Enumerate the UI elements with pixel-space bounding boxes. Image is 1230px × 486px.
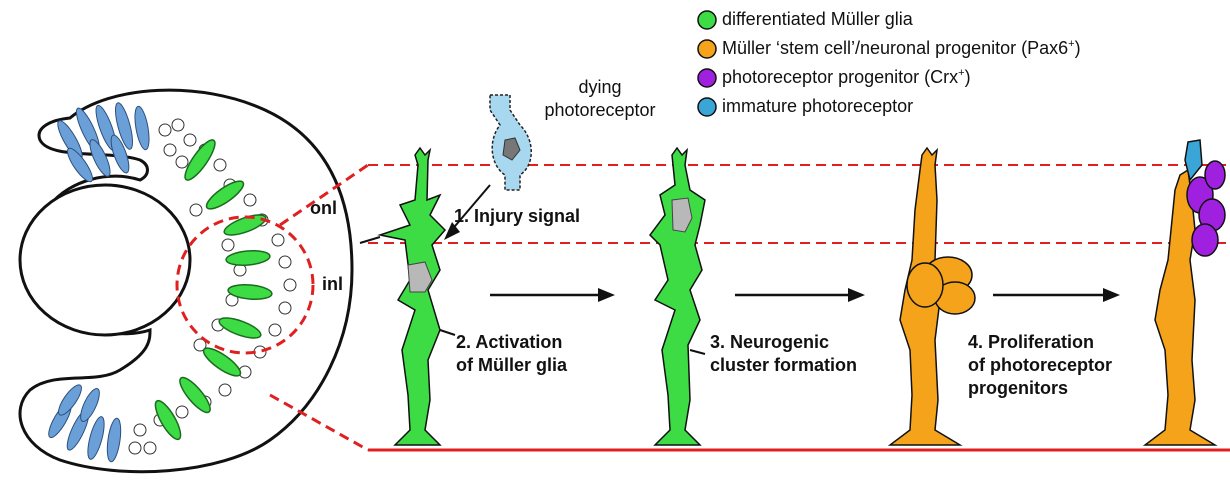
activated-muller-glia (650, 148, 705, 445)
legend-marker-immature (698, 98, 716, 116)
retina-cross-section (20, 90, 368, 472)
onl-label: onl (310, 198, 337, 219)
arrow-step4-head (1103, 288, 1120, 302)
legend-immature: immature photoreceptor (722, 96, 913, 117)
neurogenic-cluster-cell (890, 148, 975, 445)
proliferating-progenitor-cell (1145, 140, 1225, 445)
dying-photoreceptor-label: dying photoreceptor (530, 76, 670, 122)
legend-marker-crx (698, 69, 716, 87)
legend-glia: differentiated Müller glia (722, 9, 913, 30)
legend-markers (698, 11, 716, 116)
legend-marker-glia (698, 11, 716, 29)
dying-photoreceptor (490, 95, 531, 190)
muller-glia-cell-1 (360, 148, 455, 445)
legend-progenitor: Müller ‘stem cell’/neuronal progenitor (… (722, 38, 1081, 59)
arrow-step3-head (848, 288, 865, 302)
legend-marker-progenitor (698, 40, 716, 58)
inl-label: inl (322, 274, 343, 295)
arrow-step2-head (598, 288, 615, 302)
step-1-label: 1. Injury signal (454, 205, 580, 228)
lens-cavity (20, 185, 190, 335)
legend-crx: photoreceptor progenitor (Crx+) (722, 67, 971, 88)
